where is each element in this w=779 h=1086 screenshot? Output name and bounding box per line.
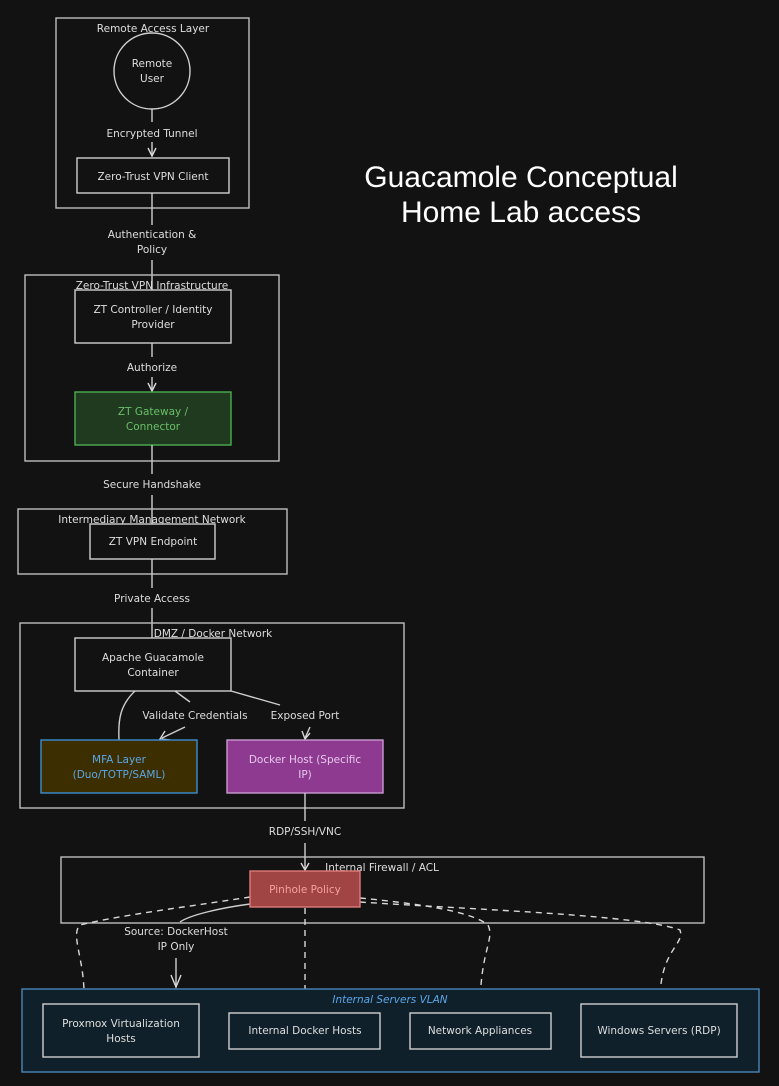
node-mfa-label-1: MFA Layer [92, 754, 147, 766]
node-proxmox-label-1: Proxmox Virtualization [62, 1018, 180, 1030]
group-label-zt-infra: Zero-Trust VPN Infrastructure [76, 280, 229, 292]
group-label-remote-access: Remote Access Layer [97, 23, 210, 35]
edge-label-private-access: Private Access [114, 593, 190, 605]
edge-label-auth-policy-2: Policy [137, 244, 167, 256]
node-windows-servers-label: Windows Servers (RDP) [597, 1025, 720, 1037]
node-guacamole-label-2: Container [127, 667, 179, 679]
node-pinhole-label: Pinhole Policy [269, 884, 341, 896]
node-remote-user[interactable] [113, 32, 191, 110]
edge-source-dockerhost-curve [179, 903, 251, 923]
node-network-appliances-label: Network Appliances [428, 1025, 532, 1037]
edge-label-authorize: Authorize [127, 362, 177, 374]
node-mfa-label-2: (Duo/TOTP/SAML) [73, 769, 166, 781]
node-docker-host-label-2: IP) [298, 769, 312, 781]
edge-pinhole-windows-dashed [359, 901, 682, 1001]
edge-exposed-port-line-a [230, 690, 281, 706]
node-zt-controller-label-1: ZT Controller / Identity [93, 304, 212, 316]
group-dmz-docker-network[interactable] [19, 622, 405, 809]
node-mfa-layer[interactable] [40, 739, 198, 794]
node-network-appliances[interactable] [409, 1012, 552, 1050]
edge-label-source-dockerhost-1: Source: DockerHost [124, 926, 228, 938]
arrowhead-icon [170, 974, 182, 989]
edge-label-source-dockerhost-2: IP Only [158, 941, 195, 953]
edge-label-encrypted-tunnel: Encrypted Tunnel [107, 128, 198, 140]
edge-validate-credentials-line-a [174, 690, 191, 703]
node-remote-user-label-1: Remote [132, 58, 173, 70]
node-zt-gateway-label-2: Connector [126, 421, 181, 433]
group-internal-firewall[interactable] [60, 856, 705, 924]
node-apache-guacamole[interactable] [74, 637, 232, 692]
edge-label-secure-handshake: Secure Handshake [103, 479, 201, 491]
node-docker-host[interactable] [226, 739, 384, 794]
node-zt-vpn-endpoint[interactable] [89, 523, 216, 560]
arrowhead-icon [147, 382, 157, 393]
node-proxmox-label-2: Hosts [106, 1033, 135, 1045]
diagram-title: Guacamole Conceptual Home Lab access [364, 161, 678, 229]
edge-label-auth-policy-1: Authentication & [108, 229, 197, 241]
node-zt-controller-label-2: Provider [131, 319, 175, 331]
title-line-1: Guacamole Conceptual [364, 161, 678, 194]
edge-label-validate-credentials: Validate Credentials [142, 710, 247, 722]
edge-pinhole-proxmox-dashed [75, 896, 251, 999]
title-line-2: Home Lab access [401, 196, 641, 229]
arrowhead-icon [301, 730, 311, 741]
node-pinhole-policy[interactable] [249, 870, 361, 908]
node-proxmox-hosts[interactable] [42, 1003, 200, 1058]
node-windows-servers[interactable] [580, 1003, 738, 1058]
node-vpn-endpoint-label: ZT VPN Endpoint [109, 536, 197, 548]
edge-label-exposed-port: Exposed Port [271, 710, 340, 722]
edge-guacamole-mfa-curve [118, 690, 136, 741]
node-vpn-client-label: Zero-Trust VPN Client [97, 171, 208, 183]
node-internal-docker-hosts[interactable] [228, 1012, 381, 1050]
node-zt-gateway-label-1: ZT Gateway / [118, 406, 189, 418]
group-label-intermediary: Intermediary Management Network [58, 514, 246, 526]
edge-label-rdp-ssh-vnc: RDP/SSH/VNC [269, 826, 341, 838]
group-label-dmz: DMZ / Docker Network [154, 628, 273, 640]
edge-exposed-port-line-b [304, 726, 311, 739]
node-docker-host-label-1: Docker Host (Specific [249, 754, 362, 766]
edge-validate-credentials-line-b [161, 726, 186, 739]
node-zt-controller[interactable] [74, 289, 232, 344]
group-label-servers-vlan: Internal Servers VLAN [332, 994, 447, 1006]
node-zt-gateway[interactable] [74, 391, 232, 446]
node-internal-docker-label: Internal Docker Hosts [248, 1025, 361, 1037]
node-guacamole-label-1: Apache Guacamole [102, 652, 204, 664]
node-remote-user-label-2: User [140, 73, 165, 85]
node-zero-trust-vpn-client[interactable] [76, 157, 230, 194]
arrowhead-icon [147, 147, 157, 158]
arrowhead-icon [300, 862, 310, 872]
